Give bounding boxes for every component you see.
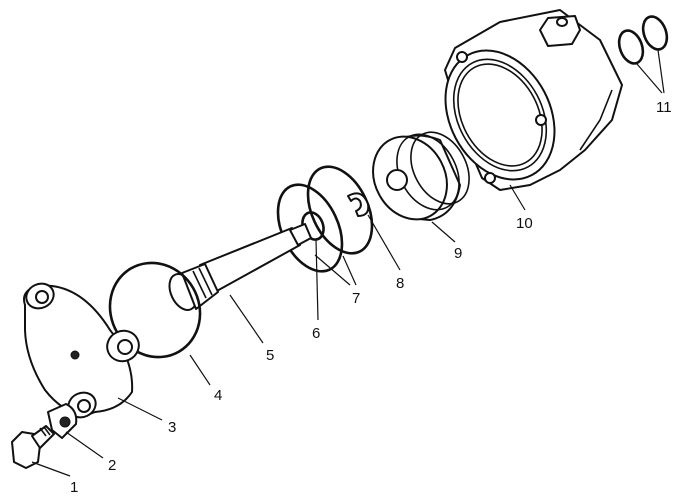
callout-7: 7 <box>352 290 360 307</box>
callout-9: 9 <box>454 245 462 262</box>
part-5-shaft <box>168 223 312 311</box>
part-3-cover <box>23 282 140 419</box>
callout-6: 6 <box>312 325 320 342</box>
callout-11: 11 <box>656 99 672 116</box>
callout-4: 4 <box>214 387 222 404</box>
part-9-piston <box>372 131 470 221</box>
part-2-lock-washer <box>47 403 78 439</box>
part-8-ring <box>306 165 374 255</box>
callout-10: 10 <box>516 215 533 232</box>
callout-8: 8 <box>396 275 404 292</box>
leader-lines <box>31 49 665 477</box>
part-10-housing <box>444 9 623 191</box>
callout-3: 3 <box>168 419 176 436</box>
callout-5: 5 <box>266 347 274 364</box>
part-1-bolt <box>11 425 55 469</box>
part-11-rings <box>617 15 669 65</box>
callout-2: 2 <box>108 457 116 474</box>
callout-1: 1 <box>70 479 78 496</box>
